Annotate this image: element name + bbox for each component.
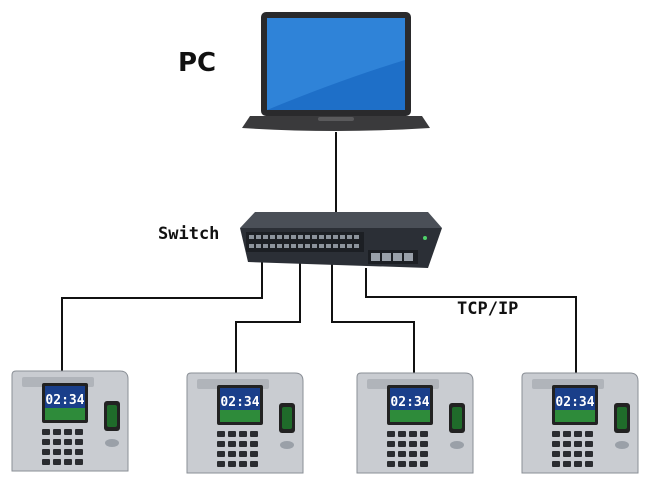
terminal-2-time: 02:34 [220, 395, 259, 410]
switch-to-terminal-3-line [331, 264, 415, 378]
time-attendance-terminal-icon [11, 370, 129, 472]
terminal-1: 02:34 [11, 370, 129, 472]
switch-to-terminal-2-line [235, 258, 301, 378]
time-attendance-terminal-icon [521, 372, 639, 474]
switch-to-terminal-4-line [365, 268, 577, 378]
terminal-3-time: 02:34 [390, 395, 429, 410]
connection-lines [61, 132, 577, 378]
laptop-icon [242, 12, 430, 131]
network-switch-icon [240, 212, 442, 268]
terminal-2: 02:34 [186, 372, 304, 474]
time-attendance-terminal-icon [356, 372, 474, 474]
pc-label: PC [178, 48, 217, 78]
protocol-label: TCP/IP [457, 299, 519, 319]
time-attendance-terminal-icon [186, 372, 304, 474]
terminal-1-time: 02:34 [45, 393, 84, 408]
terminal-4-time: 02:34 [555, 395, 594, 410]
switch-to-terminal-1-line [61, 250, 263, 378]
terminal-4: 02:34 [521, 372, 639, 474]
switch-label: Switch [158, 224, 220, 244]
terminal-3: 02:34 [356, 372, 474, 474]
